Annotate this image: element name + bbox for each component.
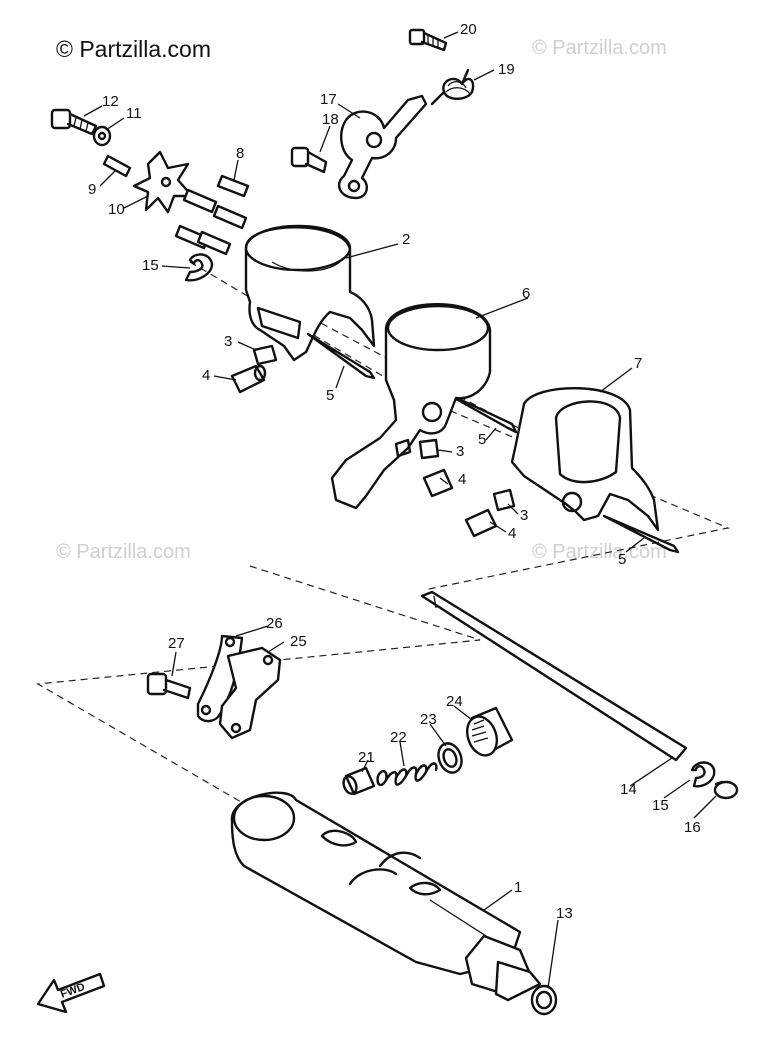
callout-21: 21 <box>358 749 375 766</box>
part-3-roller-upper <box>252 344 278 366</box>
part-22-spring <box>376 762 438 787</box>
part-5-cotter-pin-lower <box>602 514 680 554</box>
part-7-shift-fork <box>510 387 660 532</box>
callout-11: 11 <box>126 105 142 122</box>
part-4-guide-pin-middle <box>422 468 454 498</box>
callout-23: 23 <box>420 711 437 728</box>
callout-4-upper: 4 <box>202 367 210 384</box>
callout-9: 9 <box>88 181 96 198</box>
part-5-cotter-pin-upper <box>306 332 376 380</box>
callout-6: 6 <box>522 285 530 302</box>
part-20-bolt <box>408 28 448 52</box>
part-9-pin <box>102 154 132 178</box>
part-12-bolt <box>50 108 98 136</box>
part-17-shift-arm <box>337 94 428 200</box>
part-11-washer <box>92 125 112 147</box>
part-25-bracket <box>218 646 282 740</box>
callout-15-upper: 15 <box>142 257 159 274</box>
callout-2: 2 <box>402 231 410 248</box>
fwd-arrow-icon: FWD <box>36 972 106 1014</box>
callout-12: 12 <box>102 93 119 110</box>
callout-25: 25 <box>290 633 307 650</box>
part-19-spring <box>430 68 475 106</box>
part-4-guide-pin-upper <box>230 364 267 394</box>
callout-5-lower: 5 <box>618 551 626 568</box>
callout-3-middle: 3 <box>456 443 464 460</box>
callout-22: 22 <box>390 729 407 746</box>
part-10-star-plate <box>132 150 194 214</box>
callout-7: 7 <box>634 355 642 372</box>
callout-16: 16 <box>684 819 701 836</box>
part-2-shift-fork <box>244 224 376 362</box>
part-27-bolt <box>146 672 192 700</box>
callout-15-lower: 15 <box>652 797 669 814</box>
callout-4-middle: 4 <box>458 471 466 488</box>
callout-4-lower: 4 <box>508 525 516 542</box>
part-23-gasket <box>437 742 463 774</box>
callout-1: 1 <box>514 879 522 896</box>
part-15-clip-upper <box>184 253 214 282</box>
part-5-cotter-pin-middle <box>438 388 518 434</box>
callout-14: 14 <box>620 781 637 798</box>
part-14-guide-bar <box>420 590 688 762</box>
callout-26: 26 <box>266 615 283 632</box>
callout-24: 24 <box>446 693 463 710</box>
callout-18: 18 <box>322 111 339 128</box>
callout-3-lower: 3 <box>520 507 528 524</box>
callout-5-upper: 5 <box>326 387 334 404</box>
callout-8: 8 <box>236 145 244 162</box>
callout-20: 20 <box>460 21 477 38</box>
part-21-plunger <box>342 766 376 796</box>
callout-3-upper: 3 <box>224 333 232 350</box>
part-6-shift-fork <box>330 303 492 510</box>
callout-27: 27 <box>168 635 185 652</box>
part-24-plug <box>465 706 514 757</box>
part-13-cap <box>530 984 558 1016</box>
callout-13: 13 <box>556 905 573 922</box>
part-16-plug <box>713 780 739 800</box>
part-15-clip-lower <box>690 761 716 788</box>
callout-19: 19 <box>498 61 515 78</box>
callout-10: 10 <box>108 201 125 218</box>
part-8-pins <box>174 174 250 256</box>
leader-lines <box>83 31 717 989</box>
part-3-roller-middle <box>418 438 440 460</box>
callout-labels: 20 19 17 18 12 11 9 10 8 15 2 3 4 5 6 7 … <box>88 21 701 922</box>
callout-5-middle: 5 <box>478 431 486 448</box>
part-18-bolt <box>290 146 328 174</box>
watermark-top-right: © Partzilla.com <box>532 37 667 59</box>
callout-17: 17 <box>320 91 337 108</box>
part-1-shift-drum <box>230 791 542 1002</box>
watermark-main: © Partzilla.com <box>56 36 211 62</box>
watermark-mid-left: © Partzilla.com <box>56 541 191 563</box>
